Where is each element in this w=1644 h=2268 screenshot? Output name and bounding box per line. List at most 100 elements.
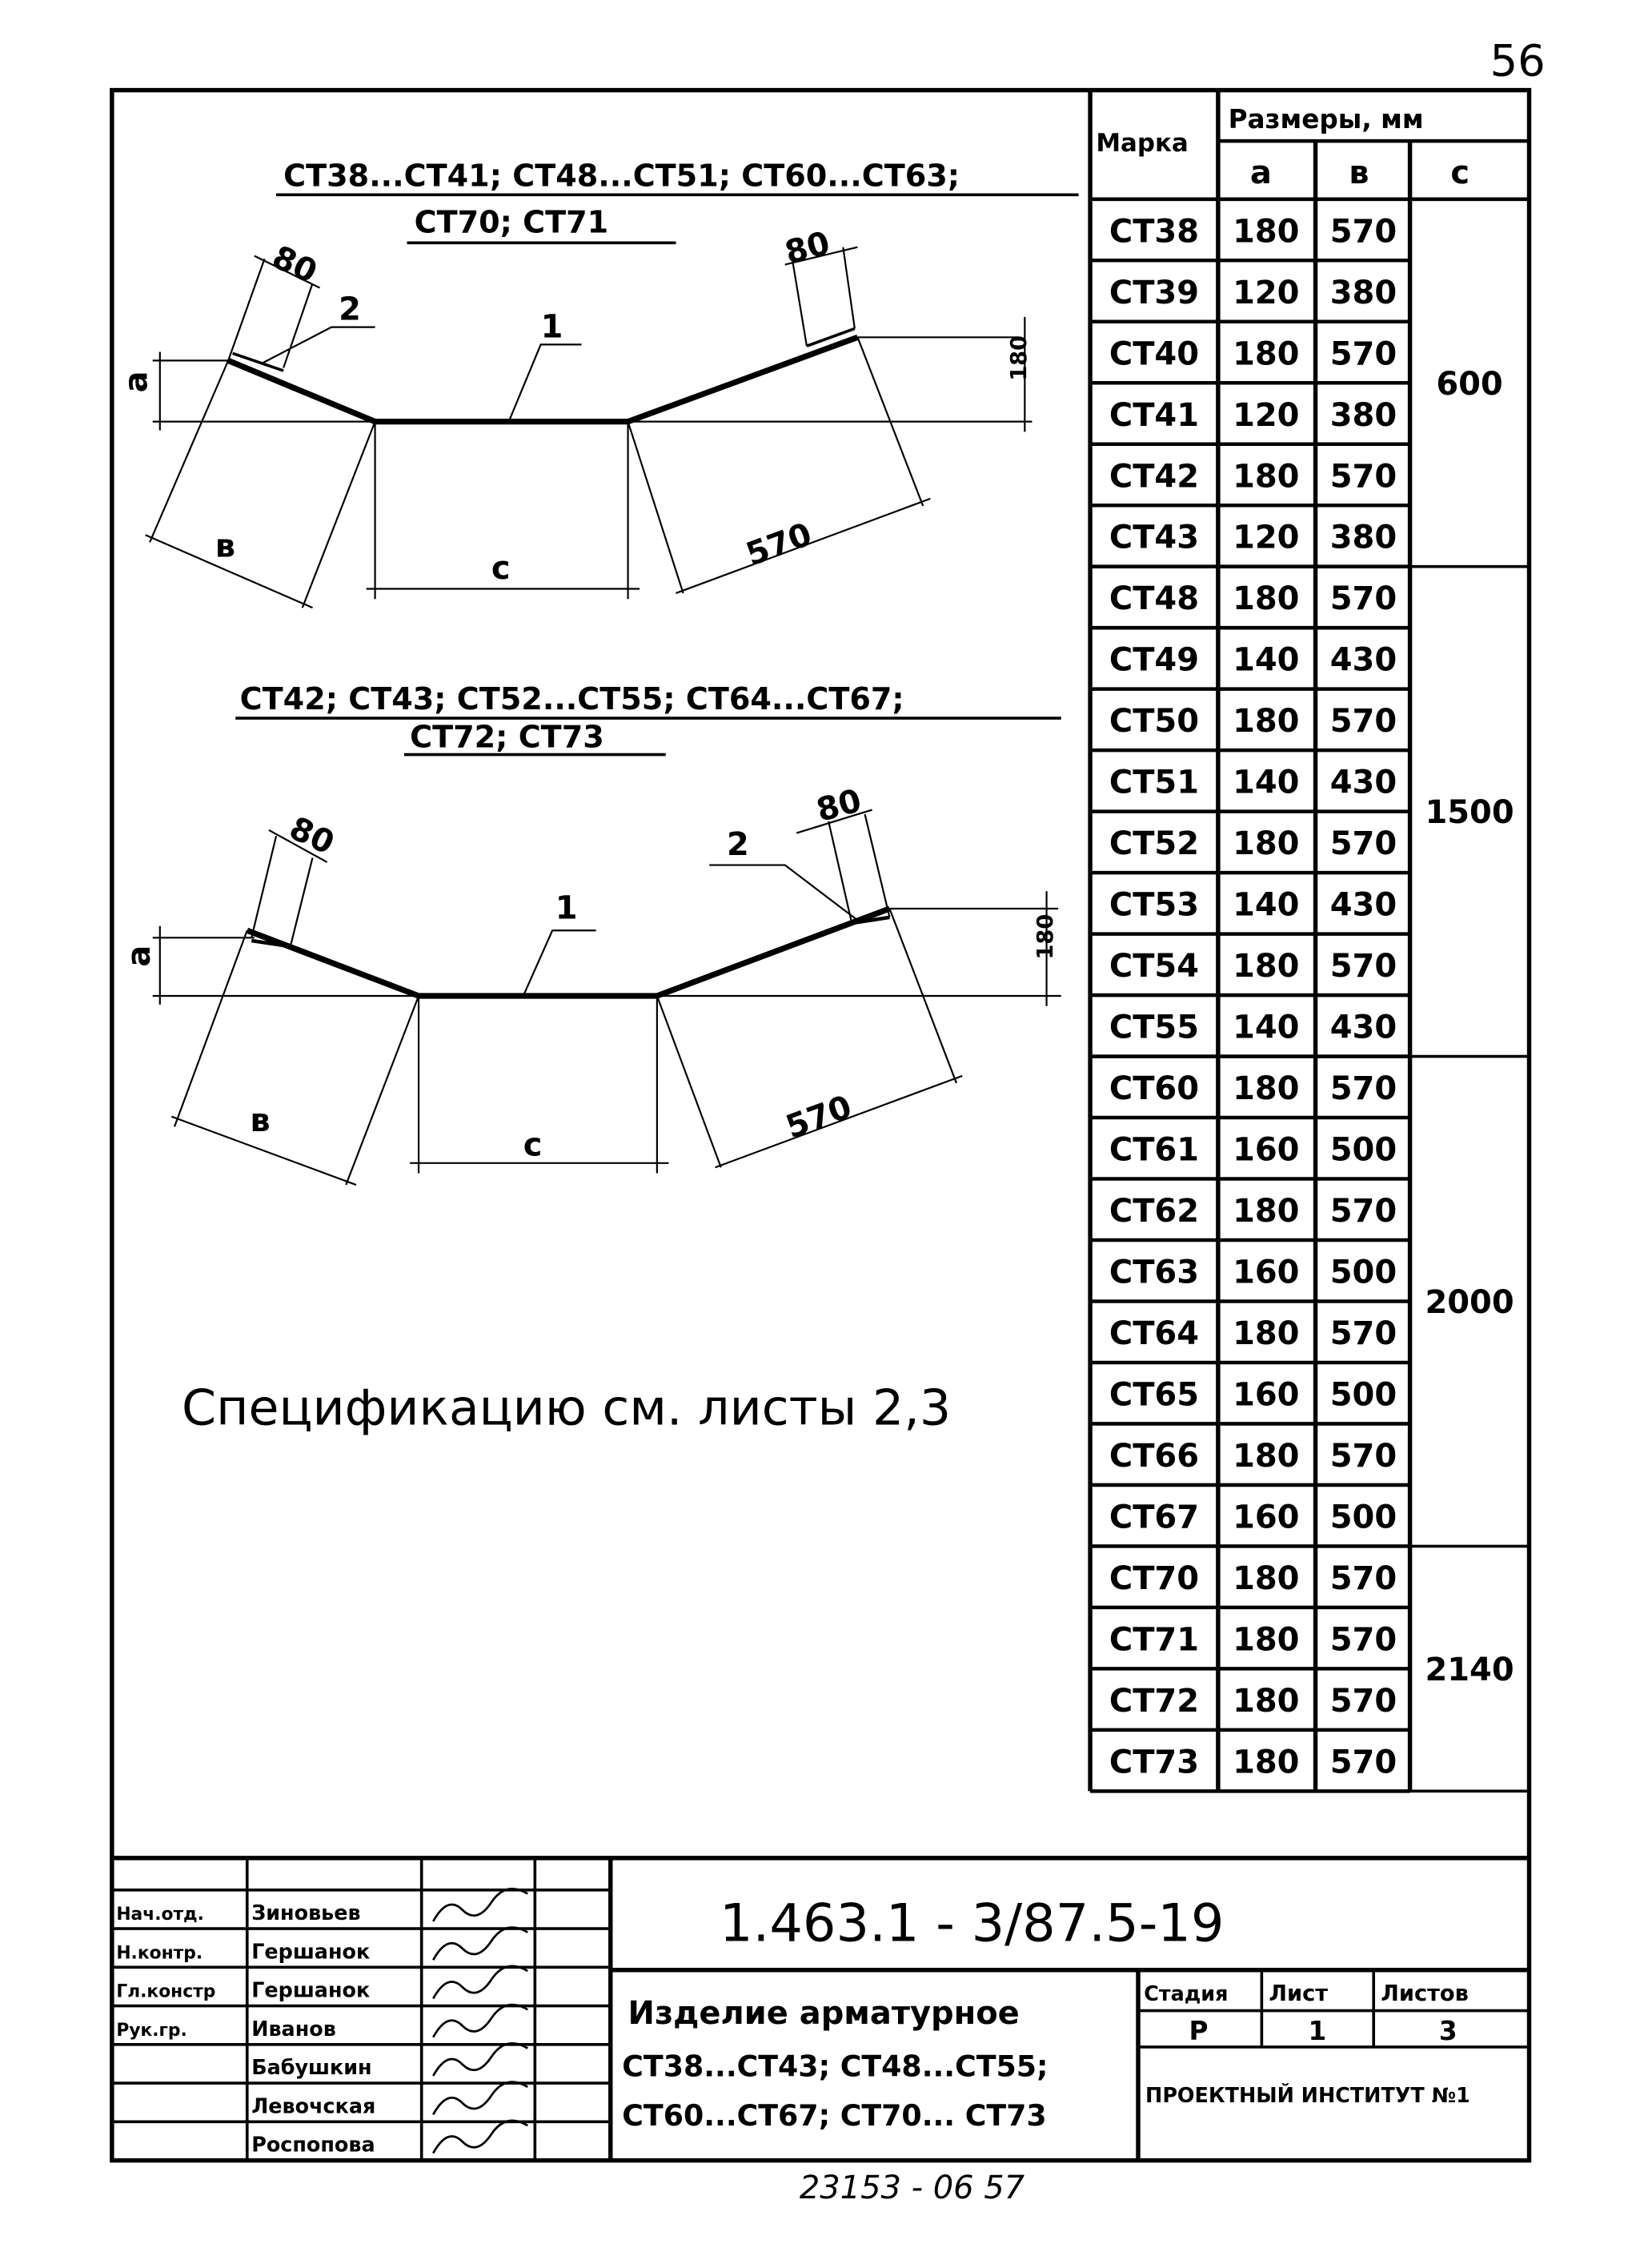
cell-b: 500 bbox=[1330, 1132, 1397, 1169]
title-line-3: СТ60...СТ67; СТ70... СТ73 bbox=[622, 2098, 1046, 2133]
dim-a: а bbox=[121, 945, 158, 967]
header-mark: Марка bbox=[1096, 129, 1188, 158]
sheet-value: 1 bbox=[1308, 2016, 1326, 2046]
signatory-role: Рук.гр. bbox=[116, 2021, 186, 2041]
cell-mark: СТ71 bbox=[1109, 1621, 1199, 1658]
signatories: Нач.отд.ЗиновьевН.контр.ГершанокГл.конст… bbox=[111, 1888, 611, 2162]
cell-mark: СТ70 bbox=[1109, 1560, 1199, 1597]
cell-mark: СТ67 bbox=[1109, 1499, 1199, 1535]
sheets-value: 3 bbox=[1439, 2016, 1458, 2046]
cell-mark: СТ48 bbox=[1109, 580, 1199, 617]
signature-scribble bbox=[432, 2081, 528, 2115]
rebar-shape-1 bbox=[145, 246, 1033, 609]
cell-mark: СТ49 bbox=[1109, 642, 1199, 679]
drawing-2-heading-1: СТ42; СТ43; СТ52...СТ55; СТ64...СТ67; bbox=[240, 681, 904, 717]
dim-c: с bbox=[491, 550, 511, 587]
page-number: 56 bbox=[1490, 34, 1545, 86]
dim-80-right: 80 bbox=[781, 225, 834, 272]
header-a: а bbox=[1250, 155, 1272, 191]
cell-b: 430 bbox=[1330, 765, 1397, 801]
position-2: 2 bbox=[339, 291, 361, 328]
title-line-2: СТ38...СТ43; СТ48...СТ55; bbox=[622, 2049, 1048, 2083]
cell-mark: СТ39 bbox=[1109, 275, 1199, 311]
cell-mark: СТ42 bbox=[1109, 458, 1199, 495]
dim-570: 570 bbox=[781, 1089, 856, 1146]
position-2: 2 bbox=[727, 826, 749, 863]
cell-a: 120 bbox=[1233, 397, 1299, 434]
cell-b: 570 bbox=[1330, 580, 1397, 617]
cell-c: 2000 bbox=[1425, 1284, 1514, 1321]
cell-a: 140 bbox=[1233, 887, 1299, 924]
title-line-1: Изделие арматурное bbox=[628, 1995, 1020, 2032]
cell-a: 180 bbox=[1233, 1070, 1299, 1107]
cell-mark: СТ51 bbox=[1109, 765, 1199, 801]
organization: ПРОЕКТНЫЙ ИНСТИТУТ №1 bbox=[1145, 2083, 1470, 2107]
cell-b: 570 bbox=[1330, 1193, 1397, 1230]
cell-a: 180 bbox=[1233, 1560, 1299, 1597]
cell-a: 180 bbox=[1233, 1193, 1299, 1230]
sheet-frame bbox=[110, 87, 1532, 2163]
dim-570: 570 bbox=[741, 516, 816, 574]
cell-a: 160 bbox=[1233, 1377, 1299, 1414]
dim-180: 180 bbox=[1007, 335, 1032, 381]
header-c: с bbox=[1450, 155, 1470, 191]
stage-label: Стадия bbox=[1144, 1981, 1228, 2005]
cell-b: 570 bbox=[1330, 335, 1397, 372]
cell-mark: СТ40 bbox=[1109, 335, 1199, 372]
rebar-shape-2 bbox=[152, 809, 1061, 1186]
cell-mark: СТ64 bbox=[1109, 1315, 1199, 1352]
cell-a: 180 bbox=[1233, 580, 1299, 617]
cell-b: 380 bbox=[1330, 275, 1397, 311]
cell-a: 180 bbox=[1233, 948, 1299, 985]
cell-c: 2140 bbox=[1425, 1652, 1514, 1688]
signature-scribble bbox=[432, 1888, 528, 1922]
cell-a: 180 bbox=[1233, 335, 1299, 372]
signatory-name: Иванов bbox=[251, 2017, 336, 2041]
cell-mark: СТ72 bbox=[1109, 1683, 1199, 1720]
sheets-label: Листов bbox=[1381, 1981, 1469, 2006]
cell-a: 160 bbox=[1233, 1254, 1299, 1291]
dim-c: с bbox=[523, 1127, 543, 1164]
document-code: 1.463.1 - 3/87.5-19 bbox=[720, 1893, 1224, 1953]
cell-mark: СТ73 bbox=[1109, 1744, 1199, 1780]
dim-80-right: 80 bbox=[812, 782, 865, 829]
signature-scribble bbox=[432, 2042, 528, 2077]
cell-mark: СТ53 bbox=[1109, 887, 1199, 924]
cell-mark: СТ41 bbox=[1109, 397, 1199, 434]
title-block: Нач.отд.ЗиновьевН.контр.ГершанокГл.конст… bbox=[111, 1856, 1530, 2162]
cell-a: 120 bbox=[1233, 520, 1299, 556]
signatory-name: Бабушкин bbox=[251, 2055, 371, 2079]
signatory-name: Гершанок bbox=[251, 1978, 370, 2002]
signatory-name: Гершанок bbox=[251, 1939, 370, 1963]
signature-scribble bbox=[432, 1926, 528, 1961]
cell-b: 430 bbox=[1330, 887, 1397, 924]
cell-mark: СТ52 bbox=[1109, 825, 1199, 862]
dim-b: в bbox=[215, 528, 235, 565]
drawing-1-heading-1: СТ38...СТ41; СТ48...СТ51; СТ60...СТ63; bbox=[283, 158, 960, 193]
dim-180: 180 bbox=[1033, 914, 1058, 960]
cell-b: 570 bbox=[1330, 1560, 1397, 1597]
cell-b: 570 bbox=[1330, 1070, 1397, 1107]
cell-b: 500 bbox=[1330, 1377, 1397, 1414]
cell-c: 1500 bbox=[1425, 794, 1514, 831]
cell-b: 430 bbox=[1330, 642, 1397, 679]
position-1: 1 bbox=[555, 890, 578, 927]
cell-b: 570 bbox=[1330, 1438, 1397, 1475]
drawing-1: СТ38...СТ41; СТ48...СТ51; СТ60...СТ63; С… bbox=[118, 158, 1079, 609]
cell-a: 160 bbox=[1233, 1499, 1299, 1535]
drawing-2-heading-2: СТ72; СТ73 bbox=[410, 719, 604, 754]
cell-b: 570 bbox=[1330, 703, 1397, 740]
signatory-role: Н.контр. bbox=[116, 1943, 202, 1963]
cell-c: 600 bbox=[1436, 366, 1502, 403]
cell-a: 120 bbox=[1233, 275, 1299, 311]
cell-b: 430 bbox=[1330, 1010, 1397, 1046]
signature-scribble bbox=[432, 2119, 528, 2154]
cell-b: 570 bbox=[1330, 1744, 1397, 1780]
sheet-label: Лист bbox=[1269, 1981, 1328, 2006]
cell-a: 180 bbox=[1233, 458, 1299, 495]
cell-a: 160 bbox=[1233, 1132, 1299, 1169]
cell-b: 380 bbox=[1330, 520, 1397, 556]
cell-b: 570 bbox=[1330, 825, 1397, 862]
